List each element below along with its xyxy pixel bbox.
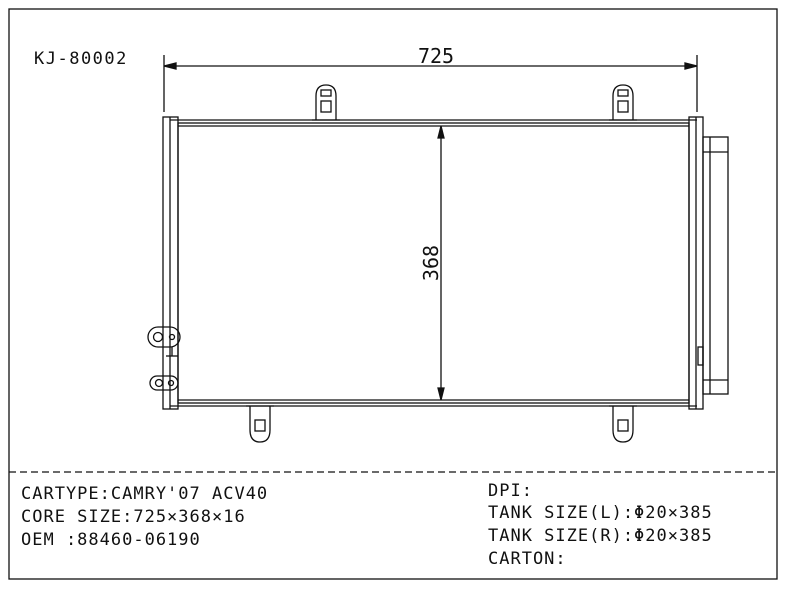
inlet-fitting: [147, 326, 181, 357]
spec-tank-size-right: TANK SIZE(R):Φ20×385: [488, 526, 713, 546]
height-dimension: 368: [419, 125, 445, 401]
spec-dpi: DPI:: [488, 481, 533, 501]
spec-oem: OEM :88460-06190: [21, 530, 201, 550]
right-tank: [688, 116, 729, 410]
top-bracket-left: [312, 84, 340, 121]
spec-carton: CARTON:: [488, 549, 567, 569]
height-dimension-value: 368: [419, 245, 443, 281]
outlet-fitting: [149, 375, 179, 391]
width-dimension: 725: [163, 44, 698, 112]
bottom-bracket-right: [609, 405, 637, 443]
bottom-bracket-left: [246, 405, 274, 443]
width-dimension-value: 725: [418, 44, 454, 68]
top-bracket-right: [609, 84, 637, 121]
sheet-border: [8, 8, 778, 580]
spec-core-size: CORE SIZE:725×368×16: [21, 507, 246, 527]
receiver-drier: [702, 136, 729, 395]
part-number: KJ-80002: [34, 49, 128, 69]
spec-cartype: CARTYPE:CAMRY'07 ACV40: [21, 484, 269, 504]
spec-tank-size-left: TANK SIZE(L):Φ20×385: [488, 503, 713, 523]
left-tank: [162, 116, 179, 410]
